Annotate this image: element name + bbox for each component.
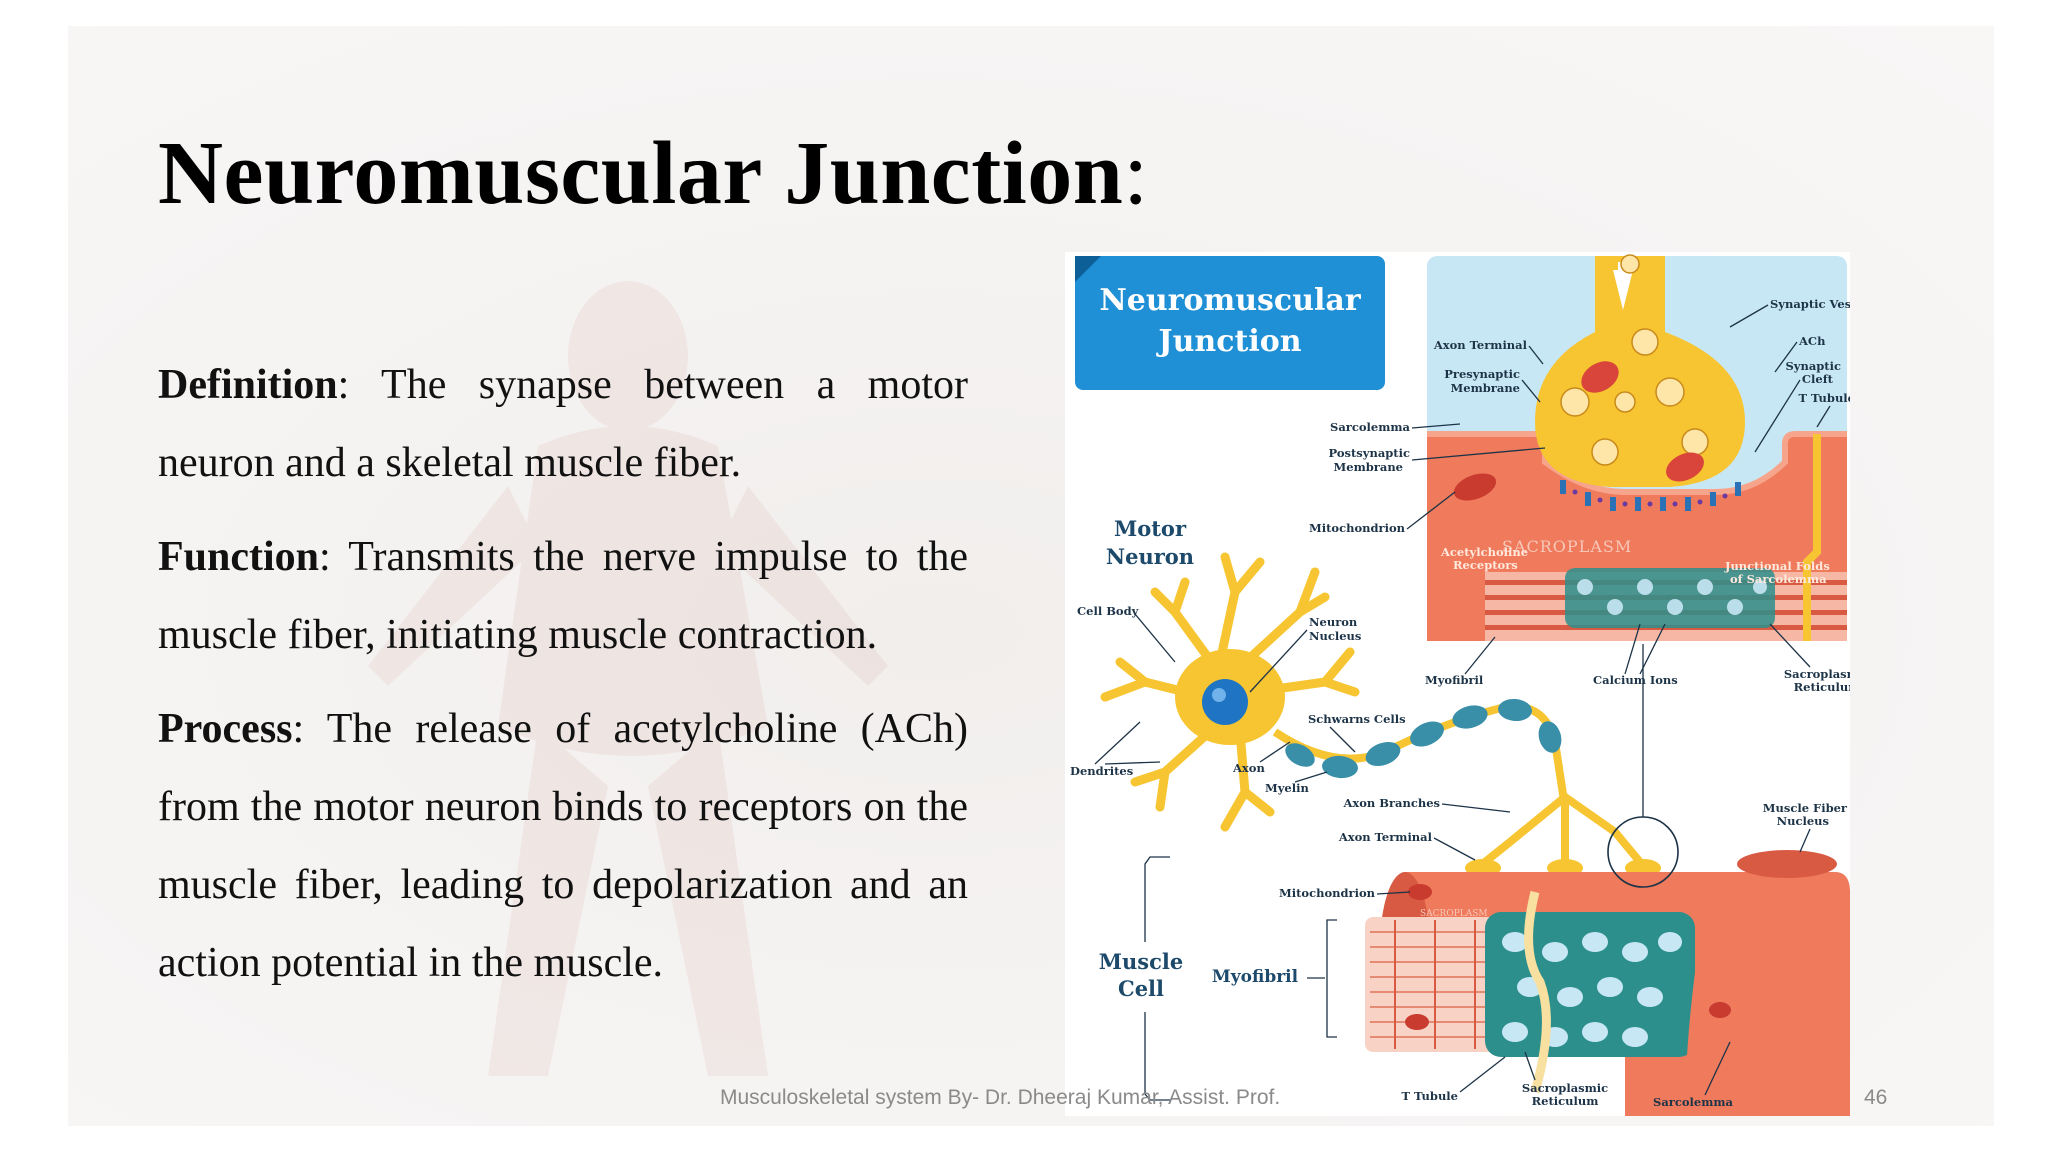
muscle-labels: Muscle Fiber Nucleus Mitochondrion T Tub… (1279, 801, 1848, 1109)
banner-line-1: Neuromuscular (1099, 283, 1361, 318)
neuromuscular-junction-figure: Neuromuscular Junction (1065, 252, 1850, 1116)
inset-myofibril (1485, 568, 1847, 641)
slide: Neuromuscular Junction: Definition: The … (68, 26, 1994, 1126)
inset-labels: Synaptic Vesicles Axon Terminal ACh Pres… (1309, 297, 1850, 694)
neuron-labels: Cell Body Neuron Nucleus Schwarns Cells … (1070, 604, 1511, 861)
definition-separator: : (337, 362, 350, 408)
label-synaptic-cleft-2: Cleft (1802, 372, 1834, 386)
neuron-nucleus (1202, 679, 1248, 725)
function-text: Transmits the nerve impulse to the muscl… (158, 534, 968, 658)
label-presynaptic-1: Presynaptic (1444, 367, 1520, 381)
slide-title: Neuromuscular Junction: (158, 122, 1149, 225)
label-presynaptic-2: Membrane (1451, 381, 1520, 395)
inset-mitochondria (1453, 361, 1704, 501)
label-cell-body: Cell Body (1077, 604, 1139, 618)
label-sr-top-2: Reticulum (1794, 680, 1850, 694)
myofibril-big-label: Myofibril (1212, 967, 1299, 987)
motor-neuron: Motor Neuron (1100, 516, 1661, 877)
process-paragraph: Process: The release of acetylcholine (A… (158, 690, 968, 1002)
label-neuron-nucleus-1: Neuron (1309, 615, 1358, 629)
muscle-fiber-nucleus (1737, 850, 1837, 878)
motor-neuron-label-1: Motor (1114, 516, 1187, 541)
label-t-tubule-bottom: T Tubule (1401, 1089, 1458, 1103)
slide-title-colon: : (1123, 124, 1149, 223)
label-postsynaptic-1: Postsynaptic (1329, 446, 1411, 460)
muscle-t-tubule (1524, 890, 1551, 1094)
muscle-cell-label-1: Muscle (1099, 949, 1183, 974)
ach-receptors (1560, 480, 1741, 511)
definition-text: The synapse between a motor neuron and a… (158, 362, 968, 486)
label-junctional-folds-1: Junctional Folds (1724, 559, 1830, 573)
figure-banner (1075, 256, 1385, 390)
label-axon-terminal-top: Axon Terminal (1433, 338, 1528, 352)
inset-t-tubule (1803, 434, 1821, 641)
function-paragraph: Function: Transmits the nerve impulse to… (158, 518, 968, 674)
label-axon-terminal-bottom: Axon Terminal (1338, 830, 1433, 844)
label-mitochondrion-top: Mitochondrion (1309, 521, 1406, 535)
banner-fold (1075, 256, 1101, 282)
anatomy-watermark (368, 281, 888, 1076)
nmj-illustration: Neuromuscular Junction (1070, 254, 1850, 1116)
banner-line-2: Junction (1155, 324, 1301, 359)
label-synaptic-vesicles: Synaptic Vesicles (1770, 297, 1850, 311)
definition-term: Definition (158, 362, 338, 408)
label-axon-branches: Axon Branches (1342, 796, 1440, 810)
label-dendrites: Dendrites (1070, 764, 1133, 778)
label-t-tubule-top: T Tubule (1798, 391, 1850, 405)
label-mitochondrion-bottom: Mitochondrion (1279, 886, 1376, 900)
function-separator: : (319, 534, 331, 580)
page-number: 46 (1864, 1086, 1888, 1109)
label-schwann-cells: Schwarns Cells (1308, 712, 1406, 726)
process-text: The release of acetylcholine (ACh) from … (158, 706, 968, 986)
label-axon: Axon (1232, 761, 1265, 775)
synaptic-vesicles (1560, 254, 1709, 466)
myelin-sheaths (1285, 698, 1562, 779)
label-sr-top-1: Sacroplasmic (1784, 667, 1850, 681)
label-ach-receptors-1: Acetylcholine (1440, 545, 1528, 559)
label-calcium-ions: Calcium Ions (1593, 673, 1678, 687)
label-sarcolemma-top: Sarcolemma (1330, 420, 1411, 434)
synapse-inset: SACROPLASM (1427, 254, 1847, 641)
slide-title-text: Neuromuscular Junction (158, 124, 1124, 223)
label-sr-bottom-2: Reticulum (1532, 1094, 1599, 1108)
sacroplasm-label-inset: SACROPLASM (1502, 537, 1632, 556)
slide-footer: Musculoskeletal system By- Dr. Dheeraj K… (720, 1086, 1281, 1109)
label-myofibril-top: Myofibril (1425, 673, 1484, 687)
label-junctional-folds-2: of Sarcolemma (1730, 572, 1827, 586)
label-ach: ACh (1798, 334, 1826, 348)
label-synaptic-cleft-1: Synaptic (1785, 359, 1841, 373)
label-sr-bottom-1: Sacroplasmic (1522, 1081, 1608, 1095)
body-text: Definition: The synapse between a motor … (158, 346, 968, 1018)
process-term: Process (158, 706, 293, 752)
label-neuron-nucleus-2: Nucleus (1309, 629, 1361, 643)
label-ach-receptors-2: Receptors (1453, 558, 1518, 572)
process-separator: : (292, 706, 305, 752)
sacroplasm-label-small: SACROPLASM (1420, 909, 1488, 919)
motor-neuron-label-2: Neuron (1106, 544, 1194, 569)
muscle-cell-label-2: Cell (1118, 976, 1164, 1001)
function-term: Function (158, 534, 320, 580)
definition-paragraph: Definition: The synapse between a motor … (158, 346, 968, 502)
label-muscle-fiber-nucleus-2: Nucleus (1777, 814, 1829, 828)
muscle-cell: Muscle Cell (1099, 644, 1850, 1116)
label-myelin: Myelin (1265, 781, 1309, 795)
label-sarcolemma-bottom: Sarcolemma (1653, 1095, 1734, 1109)
label-postsynaptic-2: Membrane (1334, 460, 1403, 474)
label-muscle-fiber-nucleus-1: Muscle Fiber (1763, 801, 1848, 815)
